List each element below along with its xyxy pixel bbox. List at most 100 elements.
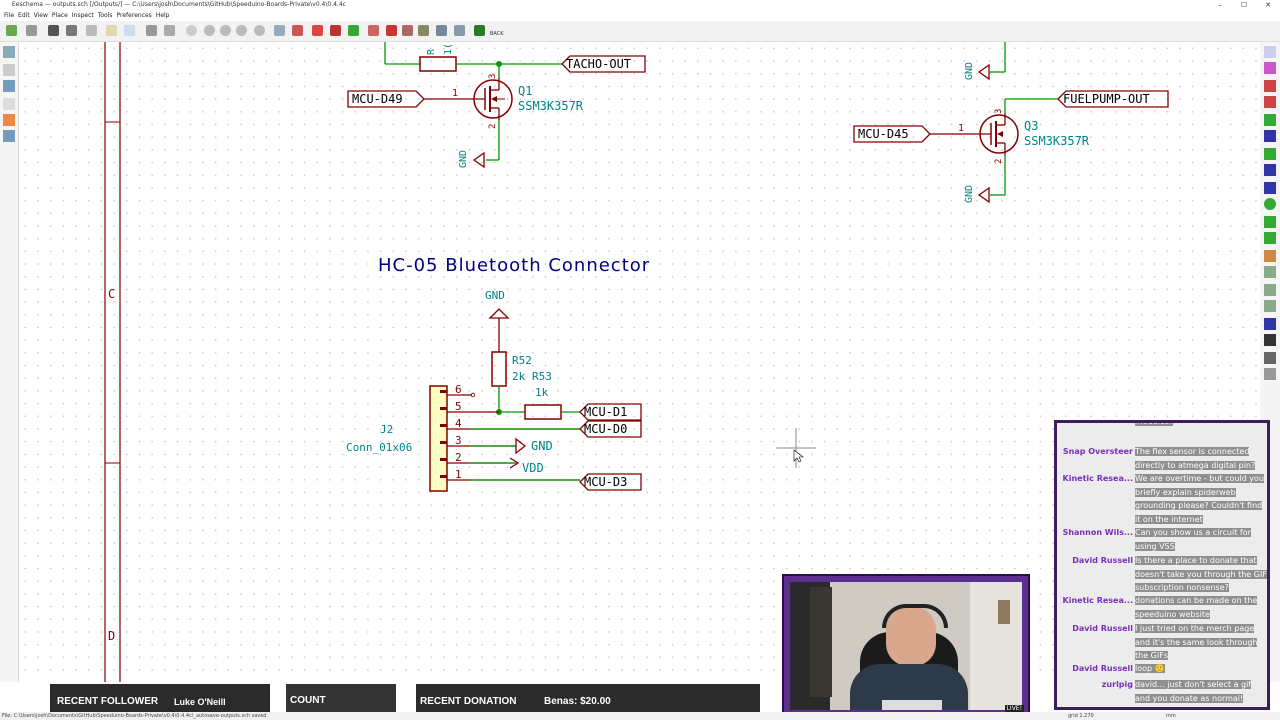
r52-ref: R52 [512,354,532,367]
back-button[interactable]: BACK [490,25,504,37]
add-image-icon[interactable] [1264,352,1276,364]
menu-help[interactable]: Help [155,12,170,19]
find-replace-icon[interactable] [164,25,175,36]
polar-coords-icon[interactable] [3,64,15,76]
add-bus-icon[interactable] [1264,130,1276,142]
menu-place[interactable]: Place [51,12,68,19]
add-global-label-icon[interactable] [1264,232,1276,244]
j2-value: Conn_01x06 [346,441,412,454]
label-mcu-d0: MCU-D0 [584,422,627,436]
zoom-in-icon[interactable] [204,25,215,36]
symbol-editor-icon[interactable] [330,25,341,36]
edit-fields-icon[interactable] [454,25,465,36]
add-text-icon[interactable] [1264,334,1276,346]
label-tacho-out-shape [561,55,646,73]
section-title: HC-05 Bluetooth Connector [378,255,650,276]
add-power-icon[interactable] [1264,96,1276,108]
cursor-shape-icon[interactable] [3,114,15,126]
zoom-selection-icon[interactable] [254,25,265,36]
r52-symbol [491,351,507,387]
chat-text-content: Can you show us a circuit for using VSS [1135,528,1251,551]
save-icon[interactable] [48,25,59,36]
recent-follower-label: RECENT FOLLOWER [57,696,159,707]
units-inch-icon[interactable] [3,80,15,92]
delete-icon[interactable] [1264,368,1276,380]
chat-username: zurlpig [1101,680,1133,689]
chat-text-content: I just tried on the merch page and it's … [1135,624,1258,660]
chat-text: david... just don't select a gif and you… [1135,678,1267,705]
hidden-pins-icon[interactable] [3,130,15,142]
add-sheet-pin-icon[interactable] [1264,300,1276,312]
window-titlebar: Eeschema — outputs.sch [/Outputs/] — C:\… [0,0,1280,11]
maximize-button[interactable]: ☐ [1240,1,1248,9]
select-icon[interactable] [1264,46,1276,58]
zoom-fit-icon[interactable] [236,25,247,36]
symbol-library-browser-icon[interactable] [348,25,359,36]
wire-to-bus-icon[interactable] [1264,148,1276,160]
zoom-out-icon[interactable] [220,25,231,36]
menu-file[interactable]: File [4,12,15,19]
j2-pin-2: 2 [455,451,462,464]
pcbnew-icon[interactable] [474,25,485,36]
assign-footprints-icon[interactable] [402,25,413,36]
gnd-right-symbol [515,437,527,455]
redraw-icon[interactable] [186,25,197,36]
chat-username: Shannon Wils... [1062,528,1133,537]
bom-icon[interactable] [436,25,447,36]
add-wire-icon[interactable] [1264,114,1276,126]
import-sheet-pin-icon[interactable] [1264,284,1276,296]
chat-message: modules? [1057,423,1267,433]
chat-text-content: The flex sensor is connected directly to… [1135,447,1256,470]
minimize-button[interactable]: – [1218,1,1222,9]
no-connect-icon[interactable] [1264,182,1276,194]
schematic-drawing: C D R 1( TACHO-OUT 3 2 [104,42,1169,682]
add-graphic-line-icon[interactable] [1264,318,1276,330]
r53-symbol [524,404,562,420]
chat-username: David Russell [1072,624,1133,633]
r52-value: 2k [512,370,526,383]
menu-edit[interactable]: Edit [18,12,30,19]
window-controls: – ☐ ✕ [1208,0,1280,11]
menu-preferences[interactable]: Preferences [116,12,152,19]
paste-icon[interactable] [106,25,117,36]
q1-ref: Q1 [518,84,532,98]
print-icon[interactable] [86,25,97,36]
chat-message: Kinetic Resea...donations can be made on… [1057,596,1267,623]
add-junction-icon[interactable] [1264,198,1276,210]
menu-bar: File Edit View Place Inspect Tools Prefe… [0,11,1280,21]
netlist-icon[interactable] [418,25,429,36]
erc-icon[interactable] [386,25,397,36]
page-settings-icon[interactable] [66,25,77,36]
annotate-icon[interactable] [368,25,379,36]
undo-icon[interactable] [124,25,135,36]
add-label-icon[interactable] [1264,216,1276,228]
add-sheet-icon[interactable] [1264,266,1276,278]
menu-tools[interactable]: Tools [97,12,113,19]
highlight-net-icon[interactable] [1264,62,1276,74]
menu-view[interactable]: View [33,12,48,19]
add-hierarchical-label-icon[interactable] [1264,250,1276,262]
bus-to-bus-icon[interactable] [1264,164,1276,176]
units-mm-icon[interactable] [3,98,15,110]
label-mcu-d49: MCU-D49 [352,92,403,106]
j2-connector-body [429,385,448,492]
chat-message: Shannon Wils...Can you show us a circuit… [1057,528,1267,555]
new-schematic-icon[interactable] [6,25,17,36]
simulator-icon[interactable] [312,25,323,36]
q3-value: SSM3K357R [1024,134,1090,148]
leave-sheet-icon[interactable] [292,25,303,36]
open-icon[interactable] [26,25,37,36]
grid-toggle-icon[interactable] [3,46,15,58]
add-symbol-icon[interactable] [1264,80,1276,92]
close-button[interactable]: ✕ [1265,1,1271,9]
schematic-canvas[interactable]: C D R 1( TACHO-OUT 3 2 [19,42,1260,682]
menu-inspect[interactable]: Inspect [71,12,94,19]
q3-ref: Q3 [1024,119,1038,133]
hierarchy-navigator-icon[interactable] [274,25,285,36]
label-fuelpump-out: FUELPUMP-OUT [1063,92,1150,106]
hc05-circuit: HC-05 Bluetooth Connector GND R52 2k R53… [346,255,650,492]
find-icon[interactable] [146,25,157,36]
